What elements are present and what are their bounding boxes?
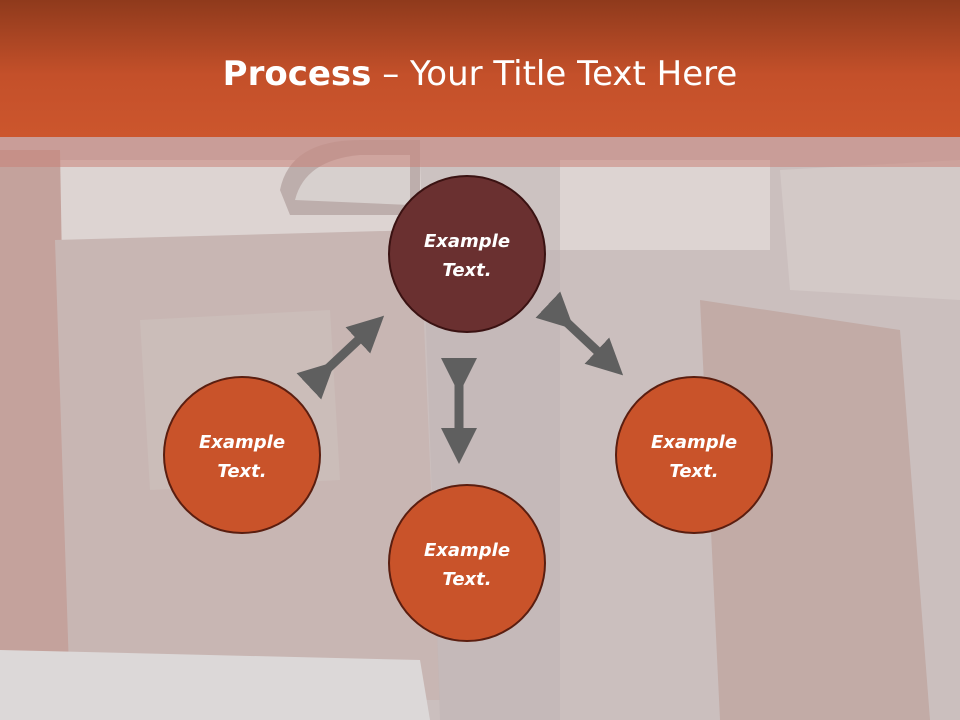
title-bar-band	[0, 137, 960, 167]
node-left-line1: Example	[199, 432, 285, 453]
node-left-line2: Text.	[217, 461, 266, 482]
title-rest: Your Title Text Here	[410, 54, 738, 94]
title-bar	[0, 0, 960, 137]
node-top: Example Text.	[388, 175, 546, 333]
node-top-circle	[388, 175, 546, 333]
node-bottom: Example Text.	[388, 484, 546, 642]
node-left: Example Text.	[163, 376, 321, 534]
node-right: Example Text.	[615, 376, 773, 534]
arrow-top-left	[296, 315, 385, 400]
node-bottom-circle	[388, 484, 546, 642]
node-right-line1: Example	[651, 432, 737, 453]
node-bottom-line1: Example	[424, 540, 510, 561]
node-right-line2: Text.	[669, 461, 718, 482]
slide-title: Process – Your Title Text Here	[0, 52, 960, 96]
arrow-top-right	[535, 291, 624, 376]
node-right-circle	[615, 376, 773, 534]
title-strong: Process	[222, 54, 372, 94]
node-top-line2: Text.	[442, 260, 491, 281]
title-dash: –	[371, 54, 411, 94]
node-bottom-line2: Text.	[442, 569, 491, 590]
node-left-circle	[163, 376, 321, 534]
node-top-line1: Example	[424, 231, 510, 252]
